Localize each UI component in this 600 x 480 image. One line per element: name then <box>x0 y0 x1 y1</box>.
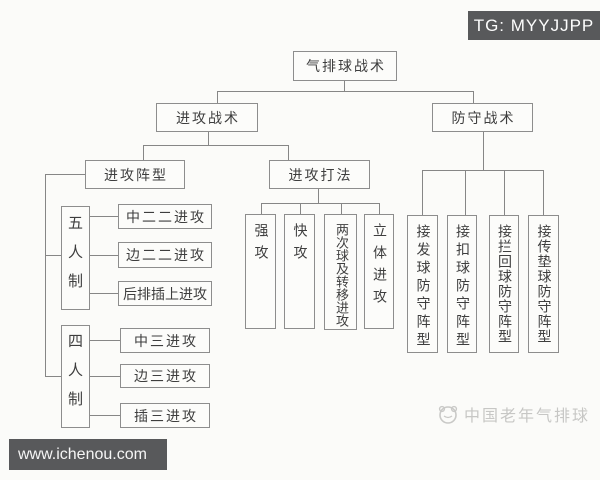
node-four-player-label: 四人制 <box>66 333 84 420</box>
connector-line <box>90 216 118 217</box>
node-spike-receive-defense: 接扣球防守阵型 <box>447 215 477 353</box>
connector-line <box>422 170 544 171</box>
connector-line <box>90 340 120 341</box>
node-side-3-attack: 边三进攻 <box>120 364 210 388</box>
node-four-player: 四人制 <box>61 325 90 428</box>
connector-line <box>300 203 301 214</box>
node-serve-receive-defense: 接发球防守阵型 <box>407 215 438 353</box>
node-power-attack: 强攻 <box>245 214 276 329</box>
tg-badge-label: TG: MYYJJPP <box>473 15 595 35</box>
connector-line <box>341 203 342 214</box>
node-attack-tactics-label: 进攻战术 <box>176 110 240 127</box>
node-attack-tactics: 进攻战术 <box>156 103 258 132</box>
node-three-dimensional-attack-label: 立体进攻 <box>371 223 387 311</box>
connector-line <box>45 376 61 377</box>
connector-line <box>208 132 209 145</box>
connector-line <box>143 145 144 160</box>
node-mid-22-attack-label: 中二二进攻 <box>126 209 206 226</box>
url-bar: www.ichenou.com <box>9 439 167 470</box>
node-root: 气排球战术 <box>293 51 397 81</box>
node-defense-tactics-label: 防守战术 <box>451 110 516 127</box>
connector-line <box>217 91 474 92</box>
connector-line <box>90 415 120 416</box>
node-quick-attack: 快攻 <box>284 214 315 329</box>
node-serve-receive-defense-label: 接发球防守阵型 <box>414 224 431 350</box>
node-power-attack-label: 强攻 <box>252 223 269 267</box>
connector-line <box>261 203 262 214</box>
connector-line <box>90 376 120 377</box>
connector-line <box>344 81 345 91</box>
node-insert-3-attack-label: 插三进攻 <box>134 408 198 425</box>
node-root-label: 气排球战术 <box>306 59 386 75</box>
node-attack-formation-label: 进攻阵型 <box>104 167 168 184</box>
node-block-rebound-defense-label: 接拦回球防守阵型 <box>496 224 512 344</box>
node-mid-22-attack: 中二二进攻 <box>118 204 212 229</box>
node-side-3-attack-label: 边三进攻 <box>134 369 198 385</box>
connector-line <box>45 174 85 175</box>
connector-line <box>90 293 118 294</box>
connector-line <box>45 255 61 256</box>
connector-line <box>465 170 466 215</box>
node-mid-3-attack-label: 中三进攻 <box>134 333 198 350</box>
connector-line <box>504 170 505 215</box>
node-five-player-label: 五人制 <box>66 214 84 302</box>
connector-line <box>483 132 484 170</box>
node-five-player: 五人制 <box>61 206 90 310</box>
node-second-ball-transfer-attack-label: 两次球及转移进攻 <box>333 223 348 327</box>
node-side-22-attack-label: 边二二进攻 <box>126 248 206 264</box>
node-second-ball-transfer-attack: 两次球及转移进攻 <box>324 214 357 330</box>
tg-badge: TG: MYYJJPP <box>468 11 600 40</box>
watermark-logo-icon <box>438 405 458 424</box>
node-mid-3-attack: 中三进攻 <box>120 328 210 353</box>
node-insert-3-attack: 插三进攻 <box>120 403 210 428</box>
node-three-dimensional-attack: 立体进攻 <box>364 214 394 329</box>
watermark-label: 中国老年气排球 <box>464 406 591 425</box>
node-side-22-attack: 边二二进攻 <box>118 242 212 268</box>
connector-line <box>379 203 380 214</box>
node-quick-attack-label: 快攻 <box>291 223 308 267</box>
connector-line <box>143 145 289 146</box>
connector-line <box>318 189 319 203</box>
connector-line <box>422 170 423 215</box>
node-attack-methods-label: 进攻打法 <box>288 167 353 184</box>
connector-line <box>473 91 474 103</box>
connector-line <box>543 170 544 215</box>
node-attack-formation: 进攻阵型 <box>85 160 185 189</box>
node-defense-tactics: 防守战术 <box>432 103 533 132</box>
connector-line <box>45 174 46 377</box>
connector-line <box>261 203 380 204</box>
connector-line <box>288 145 289 160</box>
node-pass-dig-defense: 接传垫球防守阵型 <box>528 215 559 353</box>
node-spike-receive-defense-label: 接扣球防守阵型 <box>454 224 470 350</box>
node-pass-dig-defense-label: 接传垫球防守阵型 <box>535 224 552 344</box>
node-backrow-attack: 后排插上进攻 <box>118 281 212 306</box>
node-block-rebound-defense: 接拦回球防守阵型 <box>489 215 519 353</box>
node-attack-methods: 进攻打法 <box>269 160 370 189</box>
watermark: 中国老年气排球 <box>436 402 590 426</box>
url-text: www.ichenou.com <box>18 445 147 463</box>
node-backrow-attack-label: 后排插上进攻 <box>123 286 207 303</box>
connector-line <box>217 91 218 103</box>
connector-line <box>90 255 118 256</box>
